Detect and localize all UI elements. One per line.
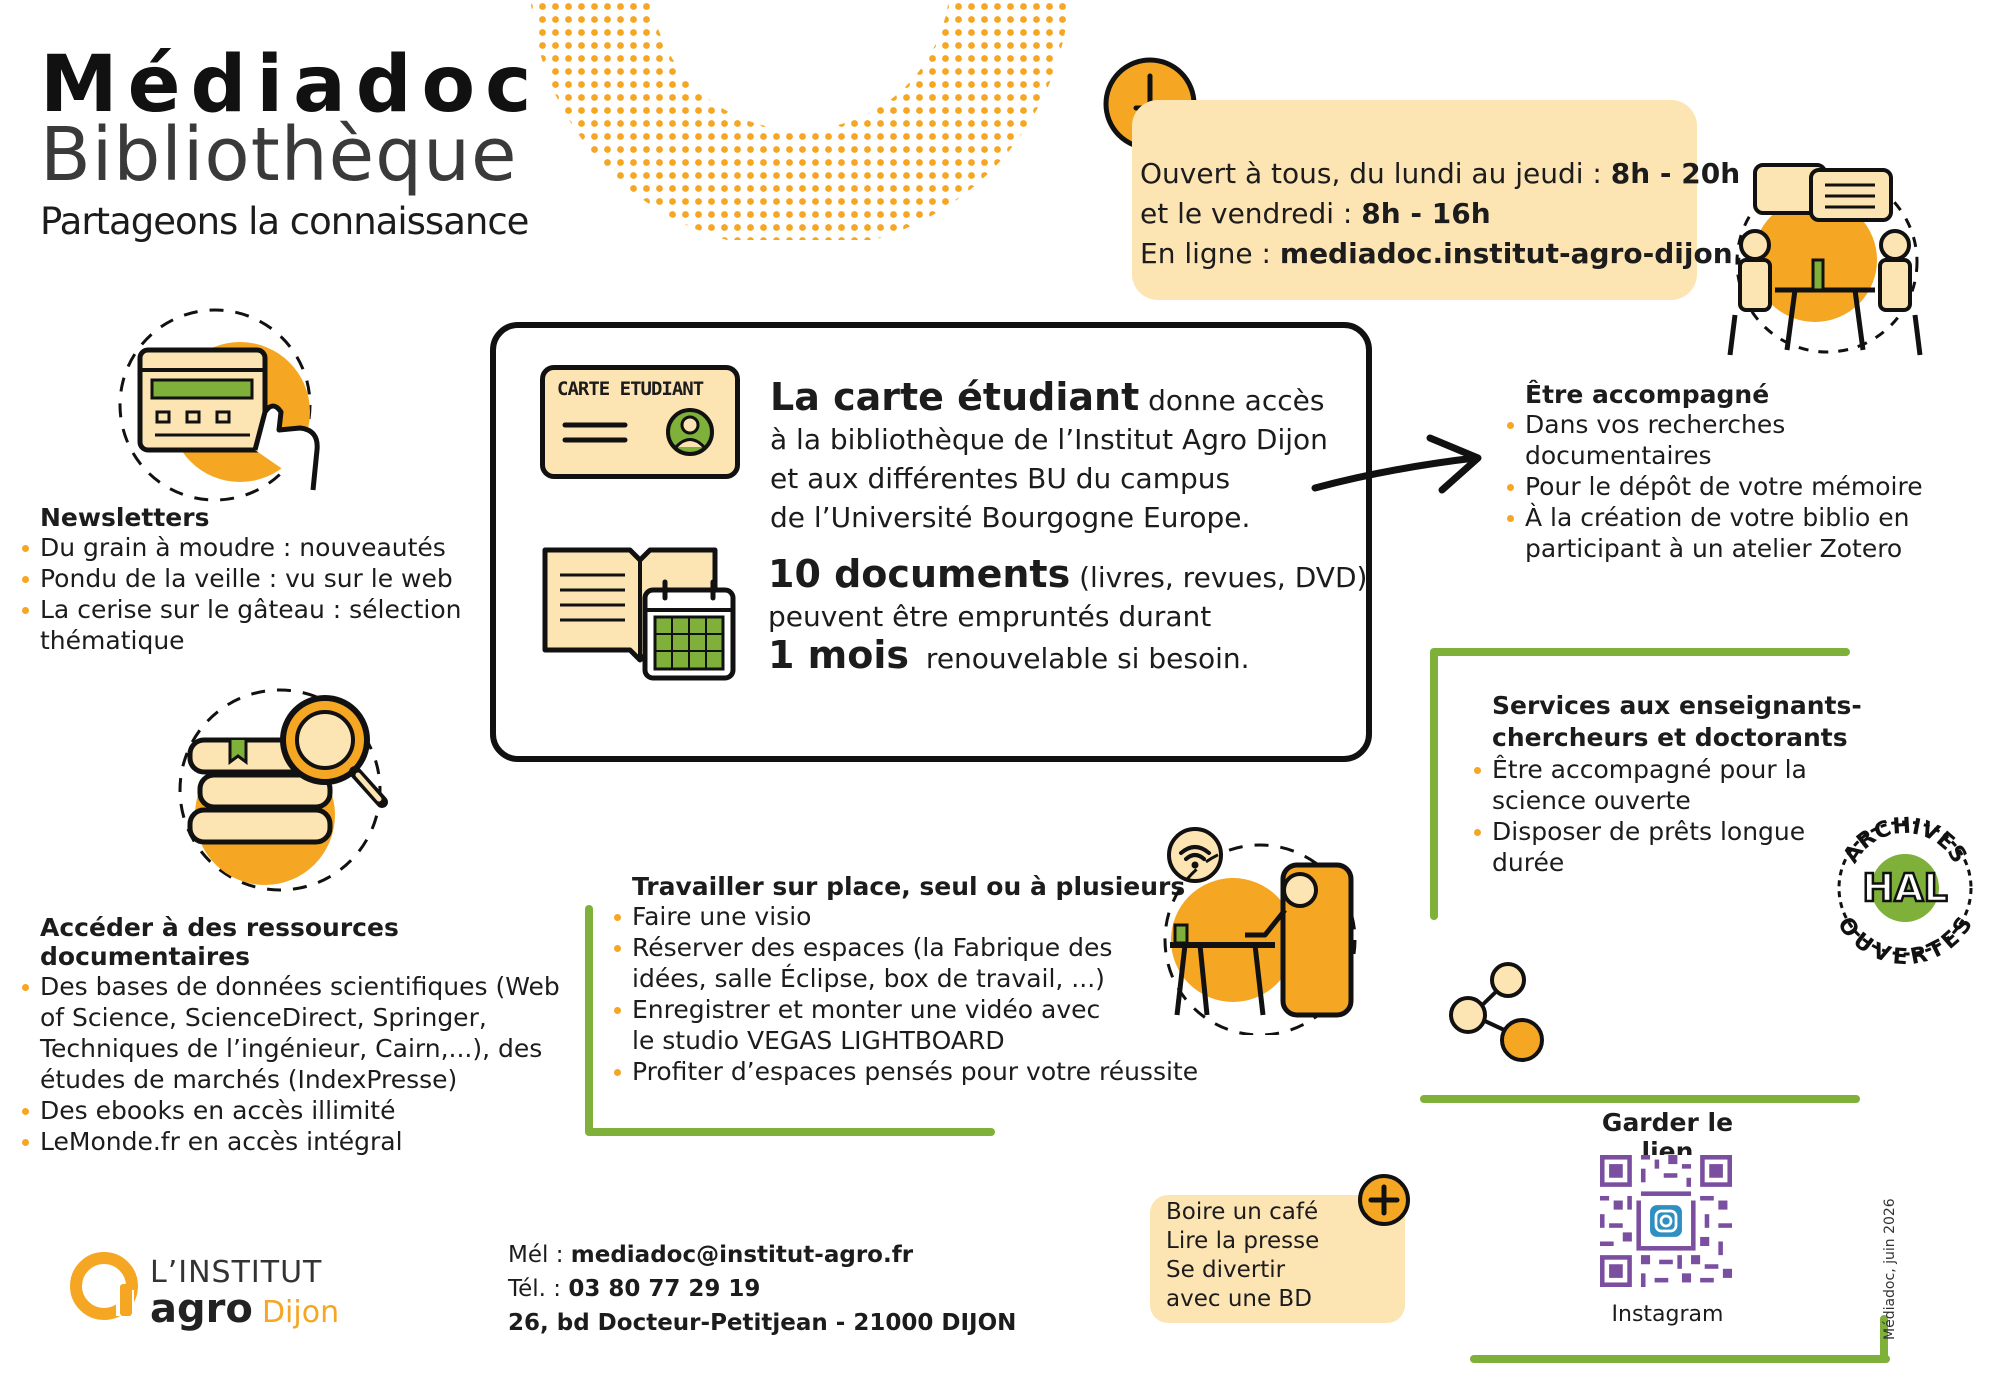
green-bracket-decoration: [1420, 1095, 1860, 1103]
list-item: Être accompagné pour la science ouverte: [1474, 754, 1832, 816]
green-bracket-decoration: [585, 905, 593, 1135]
green-bracket-decoration: [1430, 648, 1850, 656]
mail-label: Mél :: [508, 1242, 571, 1268]
green-bracket-decoration: [1880, 1315, 1888, 1363]
hours-friday-label: et le vendredi :: [1140, 197, 1362, 230]
tagline: Partageons la connaissance: [40, 200, 529, 243]
green-bracket-decoration: [1430, 650, 1438, 920]
plus-icon: [1358, 1174, 1410, 1226]
social-caption: Instagram: [1611, 1302, 1724, 1327]
books-magnifier-icon: [178, 688, 388, 892]
id-card-graphic-icon: [562, 408, 714, 456]
list-item: Réserver des espaces (la Fabrique des id…: [614, 932, 1122, 994]
hal-center-text: HAL: [1862, 866, 1947, 910]
green-bracket-decoration: [1470, 1355, 1890, 1363]
loan-types: (livres, revues, DVD): [1079, 561, 1368, 594]
resources-list: Des bases de données scientifiques (Web …: [22, 971, 560, 1157]
green-bracket-decoration: [585, 1128, 995, 1136]
resources-section: Accéder à des ressources documentaires D…: [22, 913, 560, 1157]
online-url[interactable]: mediadoc.institut-agro-dijon.fr: [1279, 237, 1770, 270]
logo-line2: agro Dijon: [150, 1286, 339, 1332]
page-subtitle: Bibliothèque: [40, 112, 518, 198]
newsletter-browser-icon: [118, 308, 320, 502]
student-card-description: La carte étudiant donne accès à la bibli…: [770, 378, 1328, 537]
logo-line1: L’INSTITUT: [150, 1255, 323, 1290]
hours-background: [1132, 100, 1697, 300]
tel-number[interactable]: 03 80 77 29 19: [568, 1276, 761, 1302]
workstation-wifi-icon: [1163, 827, 1357, 1035]
list-item: Du grain à moudre : nouveautés: [22, 532, 480, 563]
hours-weekdays-value: 8h - 20h: [1610, 157, 1741, 190]
researchers-section: Services aux enseignants-chercheurs et d…: [1474, 690, 1902, 878]
extras-list: Boire un café Lire la presse Se divertir…: [1166, 1198, 1336, 1314]
hal-archives-logo: ARCHIVES OUVERTES HAL: [1832, 814, 1978, 968]
book-calendar-icon: [542, 547, 736, 681]
tel-label: Tél. :: [508, 1276, 569, 1302]
loan-count: 10 documents: [768, 552, 1071, 596]
hours-friday-value: 8h - 16h: [1361, 197, 1491, 230]
mail-link[interactable]: mediadoc@institut-agro.fr: [570, 1242, 914, 1268]
list-item: Pondu de la veille : vu sur le web: [22, 563, 480, 594]
contact-info: Mél : mediadoc@institut-agro.fr Tél. : 0…: [508, 1238, 1016, 1340]
newsletters-title: Newsletters: [40, 503, 210, 532]
student-card-icon: CARTE ETUDIANT: [540, 365, 740, 479]
work-list: Faire une visio Réserver des espaces (la…: [614, 901, 1199, 1087]
hours-weekdays-label: Ouvert à tous, du lundi au jeudi :: [1140, 157, 1611, 190]
loan-line: peuvent être empruntés durant: [768, 600, 1212, 633]
newsletters-list: Du grain à moudre : nouveautés Pondu de …: [22, 532, 480, 656]
card-label-text: CARTE ETUDIANT: [557, 378, 704, 400]
work-title: Travailler sur place, seul ou à plusieur…: [632, 872, 1186, 901]
meeting-illustration-icon: [1727, 163, 1923, 356]
card-intro: donne accès: [1148, 384, 1325, 417]
list-item: À la création de votre biblio en partici…: [1507, 502, 1975, 564]
online-label: En ligne :: [1140, 237, 1280, 270]
institut-agro-logo-icon: [70, 1252, 138, 1320]
side-note: Médiadoc, juin 2026: [1882, 1198, 1898, 1340]
dotted-halo-decoration: [510, 0, 1090, 240]
list-item: Des ebooks en accès illimité: [22, 1095, 560, 1126]
list-item: Profiter d’espaces pensés pour votre réu…: [614, 1057, 1199, 1086]
extras-background: [1150, 1195, 1405, 1323]
card-line: et aux différentes BU du campus: [770, 462, 1231, 495]
card-heading: La carte étudiant: [770, 375, 1140, 419]
share-network-icon: [1449, 962, 1544, 1062]
opening-hours: Ouvert à tous, du lundi au jeudi : 8h - …: [1140, 154, 1769, 274]
list-item: LeMonde.fr en accès intégral: [22, 1126, 560, 1157]
extras-item: Se divertir avec une BD: [1166, 1257, 1312, 1312]
accompanied-list: Dans vos recherches documentaires Pour l…: [1507, 409, 1975, 564]
work-section: Travailler sur place, seul ou à plusieur…: [614, 872, 1199, 1087]
instagram-qr-code[interactable]: [1600, 1155, 1732, 1287]
card-line: à la bibliothèque de l’Institut Agro Dij…: [770, 423, 1328, 456]
arrow-right-icon: [1311, 434, 1482, 494]
loan-renewable: renouvelable si besoin.: [925, 642, 1250, 675]
loan-duration: 1 mois: [768, 633, 910, 677]
logo-agro: agro: [150, 1286, 253, 1332]
accompanied-section: Être accompagné Dans vos recherches docu…: [1507, 380, 1975, 564]
page-title: Médiadoc: [40, 40, 542, 130]
resources-title: Accéder à des ressources documentaires: [40, 913, 399, 971]
logo-city: Dijon: [261, 1295, 340, 1330]
list-item: La cerise sur le gâteau : sélection thém…: [22, 594, 480, 656]
extras-item: Boire un café: [1166, 1199, 1319, 1225]
list-item: Dans vos recherches documentaires: [1507, 409, 1975, 471]
list-item: Faire une visio: [614, 901, 1122, 932]
loan-info: 10 documents (livres, revues, DVD) peuve…: [768, 555, 1367, 678]
list-item: Pour le dépôt de votre mémoire: [1507, 471, 1975, 502]
researchers-list: Être accompagné pour la science ouverte …: [1474, 754, 1832, 878]
extras-item: Lire la presse: [1166, 1228, 1320, 1254]
list-item: Enregistrer et monter une vidéo avec le …: [614, 994, 1122, 1056]
list-item: Disposer de prêts longue durée: [1474, 816, 1832, 878]
newsletters-section: Newsletters Du grain à moudre : nouveaut…: [22, 503, 480, 656]
address: 26, bd Docteur-Petitjean - 21000 DIJON: [508, 1310, 1017, 1336]
researchers-title: Services aux enseignants-chercheurs et d…: [1492, 691, 1862, 752]
student-card-panel: [490, 322, 1372, 762]
accompanied-title: Être accompagné: [1525, 380, 1770, 409]
list-item: Des bases de données scientifiques (Web …: [22, 972, 560, 1094]
card-line: de l’Université Bourgogne Europe.: [770, 501, 1251, 534]
